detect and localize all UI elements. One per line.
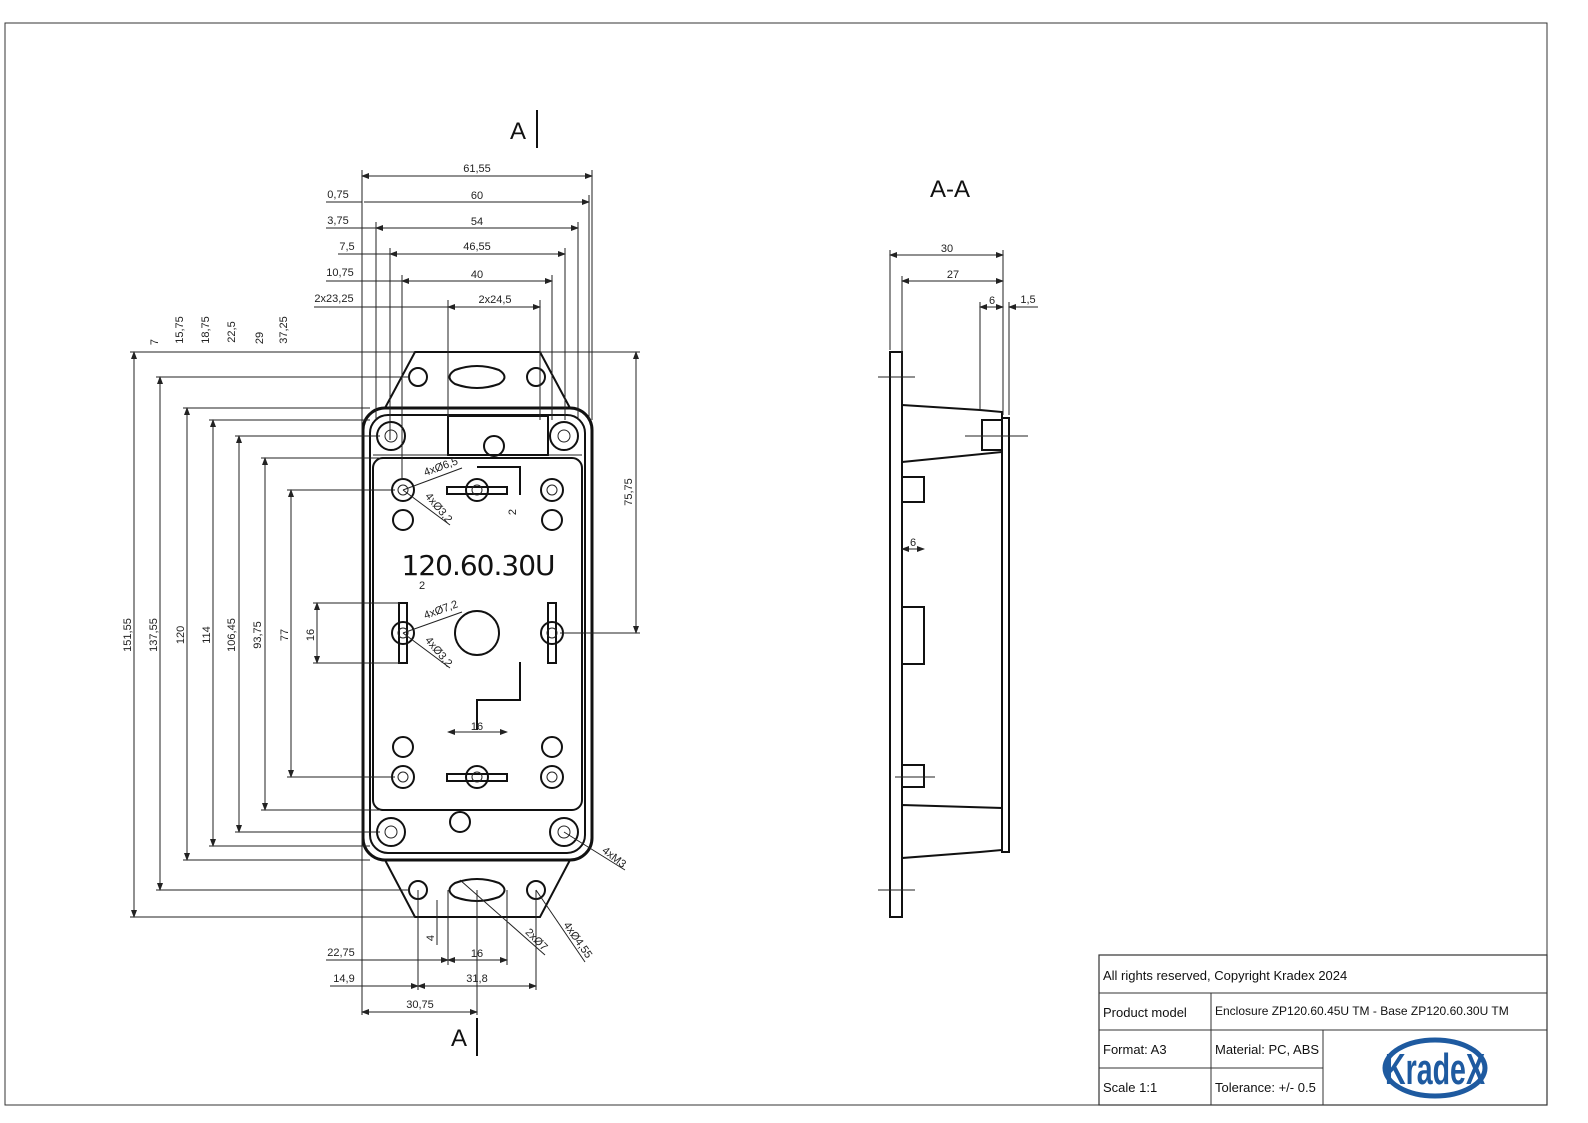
dim-75-75: 75,75 [623,478,635,506]
dim-77: 77 [279,629,291,641]
dim-10-75: 10,75 [326,267,354,279]
dim-6-side-top: 6 [989,295,995,307]
dim-40: 40 [471,269,483,281]
section-title: A-A [930,176,970,203]
dim-2x23-25: 2x23,25 [314,293,353,305]
dim-0-75: 0,75 [327,189,348,201]
title-block: All rights reserved, Copyright Kradex 20… [1098,954,1548,1106]
top-dimensions: 61,55 60 54 46,55 40 2x24,5 0,75 3,75 7,… [314,163,593,1015]
dim-29: 29 [254,332,266,344]
format-text: Format: A3 [1103,1042,1167,1057]
dim-22-75: 22,75 [327,947,355,959]
left-dimensions: 7 15,75 18,75 22,5 29 37,25 151,55 137,5… [122,316,415,918]
dim-6-side: 6 [910,537,916,549]
dim-37-25: 37,25 [278,316,290,344]
section-letter-top: A [510,118,526,145]
kradex-logo: KradeX [1382,1037,1488,1099]
right-dimension: 75,75 [540,351,640,634]
callout-4x-d7-2: 4xØ7,2 [422,598,459,621]
dim-16-left: 16 [305,629,317,641]
dim-120: 120 [175,626,187,644]
dim-31-8: 31,8 [466,973,487,985]
dim-16-bottom: 16 [471,948,483,960]
dim-114: 114 [201,626,213,644]
dim-22-5: 22,5 [226,321,238,342]
dim-3-75: 3,75 [327,215,348,227]
bottom-dimensions: 4 16 22,75 14,9 31,8 30,75 [326,890,537,1015]
section-marker-bottom: A [451,1018,478,1056]
dim-106-45: 106,45 [226,618,238,652]
dim-2x24-5: 2x24,5 [478,294,511,306]
dim-2-boss: 2 [507,509,519,515]
dim-46-55: 46,55 [463,241,491,253]
section-view: 30 27 6 1,5 6 [878,243,1038,918]
dim-7-5: 7,5 [339,241,354,253]
section-letter-bottom: A [451,1025,467,1052]
callout-4x-d3-2-mid: 4xØ3,2 [422,635,454,670]
model-label: 120.60.30U [402,549,555,582]
enclosure-outline [361,406,594,862]
front-view: 120.60.30U [361,351,594,918]
product-model-label: Product model [1103,1005,1187,1020]
dim-60: 60 [471,190,483,202]
dim-2-slot: 2 [419,580,425,592]
mounting-bosses [391,435,564,833]
dim-93-75: 93,75 [252,621,264,649]
dim-1-5-side: 1,5 [1020,294,1035,306]
dim-14-9: 14,9 [333,973,354,985]
dim-18-75: 18,75 [200,316,212,344]
dim-61-55: 61,55 [463,163,491,175]
tolerance-text: Tolerance: +/- 0.5 [1215,1080,1316,1095]
dim-30-side: 30 [941,243,953,255]
dim-151-55: 151,55 [122,618,134,652]
section-marker-top: A [510,110,538,148]
dim-7: 7 [149,339,161,345]
material-text: Material: PC, ABS [1215,1042,1319,1057]
copyright-text: All rights reserved, Copyright Kradex 20… [1103,968,1347,983]
callout-4x-m3: 4xM3 [600,845,629,871]
drawing-border [4,22,1548,1106]
dim-4: 4 [425,935,437,941]
logo-text: KradeX [1385,1045,1485,1094]
dim-27-side: 27 [947,269,959,281]
callout-4x-d4-55: 4xØ4,55 [561,920,595,961]
dim-137-55: 137,55 [148,618,160,652]
top-flange [383,351,572,409]
callouts: 4xØ6,5 4xØ3,2 2 2 4xØ7,2 4xØ3,2 16 4xM3 … [402,455,629,963]
dim-15-75: 15,75 [174,316,186,344]
dim-30-75: 30,75 [406,999,434,1011]
dim-54: 54 [471,216,483,228]
dim-16-mid: 16 [471,721,483,733]
scale-text: Scale 1:1 [1103,1080,1157,1095]
product-model-value: Enclosure ZP120.60.45U TM - Base ZP120.6… [1215,1004,1509,1018]
